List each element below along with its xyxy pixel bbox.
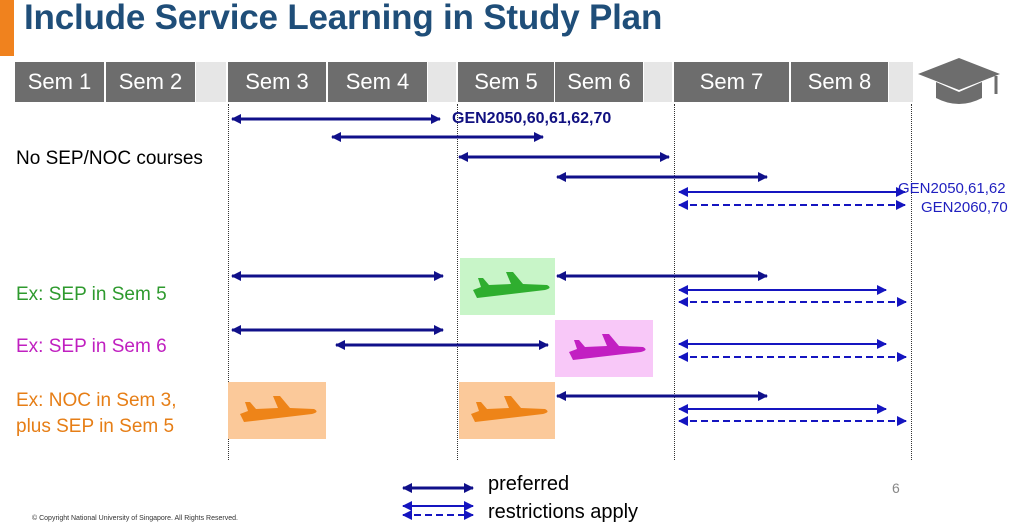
semester-4-header: Sem 4 — [328, 62, 427, 102]
sem-3-start-guide — [228, 104, 229, 460]
airplane-icon — [473, 272, 550, 298]
semester-break-3 — [644, 62, 672, 102]
noc-sem3-plane-box — [228, 382, 326, 439]
graduation-cap-icon — [918, 58, 1000, 104]
copyright-notice: © Copyright National University of Singa… — [32, 515, 238, 522]
semester-7-header: Sem 7 — [674, 62, 789, 102]
sem-5-start-guide — [457, 104, 458, 460]
course-codes-preferred-late: GEN2050,61,62 — [898, 180, 1006, 197]
row-label-plus-sep-sem5: plus SEP in Sem 5 — [16, 416, 175, 437]
semester-break-1 — [196, 62, 226, 102]
row-label-noc-sem3: Ex: NOC in Sem 3, — [16, 390, 177, 411]
row-label-no-sep: No SEP/NOC courses — [16, 148, 203, 169]
title-accent-bar — [0, 0, 14, 56]
sem-7-start-guide — [674, 104, 675, 460]
semester-break-2 — [428, 62, 456, 102]
airplane-icon — [240, 396, 317, 422]
row-label-sep-sem6: Ex: SEP in Sem 6 — [16, 336, 167, 357]
page-number: 6 — [892, 480, 900, 496]
sem-8-end-guide — [911, 104, 912, 460]
semester-8-header: Sem 8 — [791, 62, 888, 102]
course-codes-main: GEN2050,60,61,62,70 — [452, 110, 612, 127]
semester-3-header: Sem 3 — [228, 62, 326, 102]
semester-6-header: Sem 6 — [555, 62, 643, 102]
semester-2-header: Sem 2 — [106, 62, 195, 102]
legend-restricted-label: restrictions apply — [488, 501, 639, 523]
sep-sem5-noc-plane-box — [459, 382, 555, 439]
slide-title: Include Service Learning in Study Plan — [24, 0, 663, 37]
sep-sem5-plane-box — [460, 258, 555, 315]
legend-preferred-label: preferred — [488, 473, 570, 495]
course-codes-restricted-late: GEN2060,70 — [921, 199, 1008, 216]
row-label-sep-sem5: Ex: SEP in Sem 5 — [16, 284, 167, 305]
semester-break-4 — [889, 62, 913, 102]
airplane-icon — [569, 334, 646, 360]
semester-5-header: Sem 5 — [458, 62, 554, 102]
sep-sem6-plane-box — [555, 320, 653, 377]
semester-1-header: Sem 1 — [15, 62, 104, 102]
airplane-icon — [471, 396, 548, 422]
